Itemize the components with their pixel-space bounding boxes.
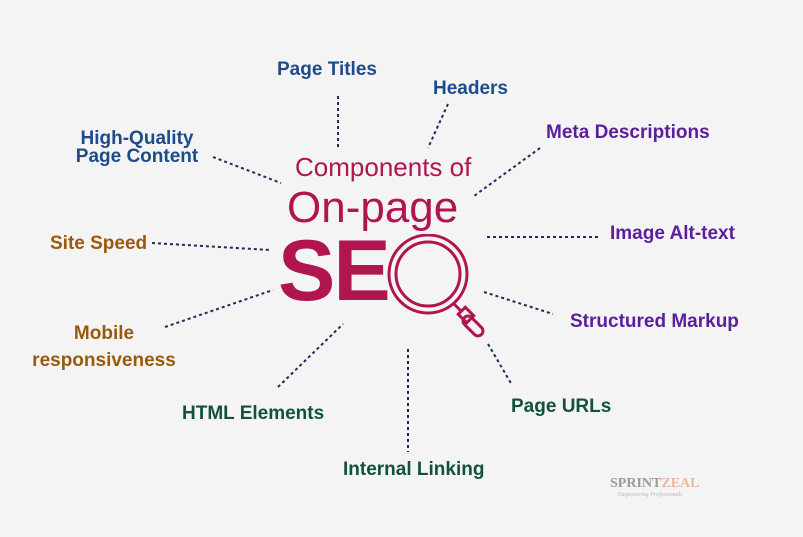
magnifier-icon (387, 234, 485, 338)
title-components-of: Components of (295, 152, 472, 182)
component-internal-linking: Internal Linking (343, 459, 485, 480)
component-site-speed: Site Speed (50, 233, 148, 254)
logo-name-part2: ZEAL (661, 476, 700, 491)
component-meta-descriptions: Meta Descriptions (546, 122, 710, 143)
component-mobile-responsiveness: Mobile responsiveness (27, 320, 181, 374)
component-high-quality-page-content: High-Quality Page Content (70, 128, 204, 167)
component-page-titles: Page Titles (277, 59, 377, 80)
high-quality-line1: High-Quality (80, 128, 194, 149)
component-structured-markup: Structured Markup (570, 311, 739, 332)
high-quality-line2: Page Content (75, 146, 199, 167)
mobile-line2: responsiveness (32, 350, 176, 371)
title-on-page: On-page (287, 183, 459, 232)
component-image-alt-text: Image Alt-text (610, 223, 735, 244)
mobile-line1: Mobile (73, 323, 135, 344)
component-page-urls: Page URLs (511, 396, 612, 417)
component-html-elements: HTML Elements (182, 403, 325, 424)
component-headers: Headers (433, 78, 508, 99)
logo-name-part1: SPRINT (610, 476, 662, 491)
title-seo: SE (278, 223, 391, 319)
sprintzeal-logo: SPRINTZEAL Empowering Professionals (610, 476, 699, 498)
logo-tagline: Empowering Professionals (618, 492, 683, 498)
